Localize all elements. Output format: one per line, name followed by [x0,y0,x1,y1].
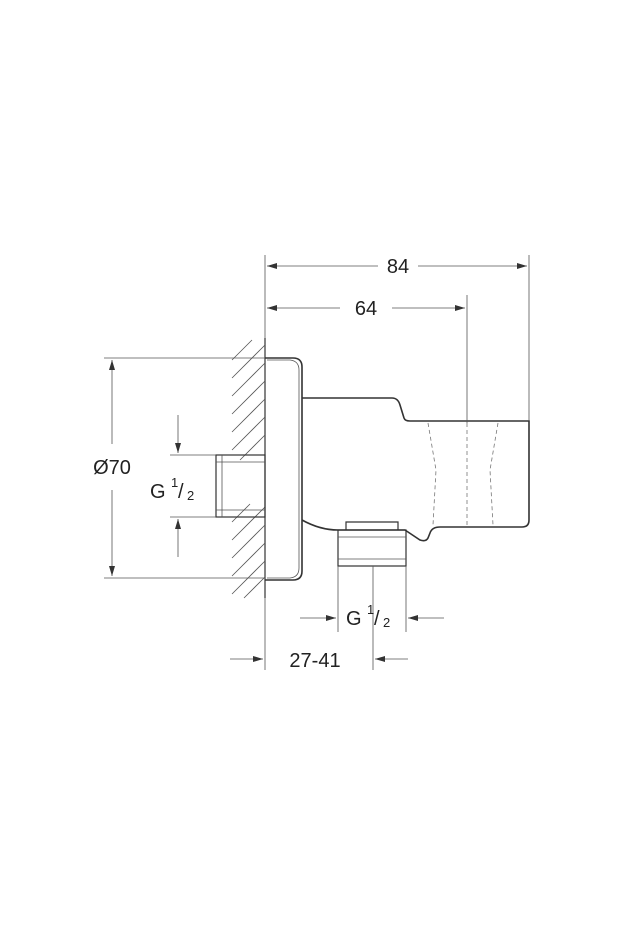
dim-thread-inlet-letter: G [150,481,166,503]
dimension-lines [109,263,527,662]
dim-thread-inlet-sub: 2 [187,488,194,503]
dim-thread-inlet-slash: / [178,481,184,503]
dim-thread-inlet-sup: 1 [171,475,178,490]
extension-lines [104,255,530,670]
dim-thread-outlet-letter: G [346,608,362,630]
dim-thread-outlet-sup: 1 [367,602,374,617]
holder-body [301,397,530,542]
dim-overall-length: 84 [387,256,409,278]
outlet-nipple [337,521,407,567]
dim-thread-outlet-slash: / [374,608,380,630]
dim-diameter: Ø70 [93,457,131,479]
wall-hatching [231,338,266,599]
inlet-stub [215,454,266,518]
hidden-cone [427,422,499,526]
dim-projection-range: 27-41 [289,650,340,672]
dim-thread-outlet-sub: 2 [383,615,390,630]
flange [265,357,303,581]
dim-inner-length: 64 [355,298,377,320]
